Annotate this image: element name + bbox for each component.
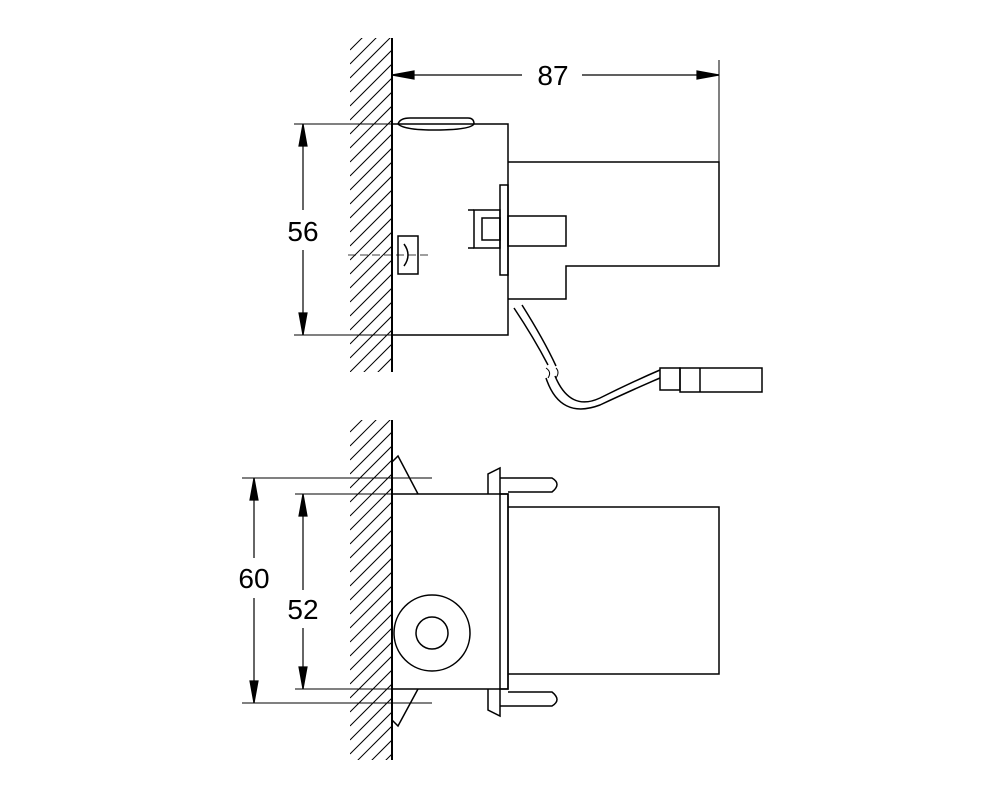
connector-stub	[507, 215, 567, 247]
cable-upper-2	[521, 304, 557, 367]
cable-lower	[545, 377, 661, 410]
top-view	[242, 420, 720, 760]
plug-body	[679, 367, 763, 393]
wall-hatch-top	[350, 38, 392, 372]
dim-label-52: 52	[287, 594, 318, 625]
round-fitting-outer	[393, 594, 471, 672]
cable-lower-2	[554, 369, 661, 403]
lid-detail	[397, 117, 475, 131]
clip-top-right	[487, 466, 558, 494]
round-fitting-inner	[415, 616, 449, 650]
sensor-body-side	[508, 161, 720, 300]
dimension-60	[249, 477, 259, 704]
dim-label-60: 60	[238, 563, 269, 594]
dim-label-87: 87	[537, 60, 568, 91]
clip-bottom-right	[487, 689, 558, 718]
side-view	[294, 38, 763, 410]
cable-break	[545, 367, 559, 379]
plug-collar	[659, 367, 681, 391]
cable-upper	[513, 307, 549, 366]
dimension-56	[298, 123, 308, 336]
sensor-body-top	[508, 506, 720, 675]
wall-hatch-bottom	[350, 420, 392, 760]
dimension-52	[298, 493, 308, 690]
clip-top-left	[391, 454, 419, 495]
bracket-inner	[481, 217, 501, 241]
clip-bottom-left	[391, 688, 419, 728]
plate-top	[499, 493, 509, 690]
housing-box-top	[391, 493, 509, 690]
mount-plate	[499, 184, 509, 276]
valve-curve	[403, 243, 409, 267]
bracket-side	[473, 209, 501, 249]
housing-box-side	[391, 123, 509, 336]
dimension-87	[391, 70, 720, 80]
dim-label-56: 56	[287, 216, 318, 247]
